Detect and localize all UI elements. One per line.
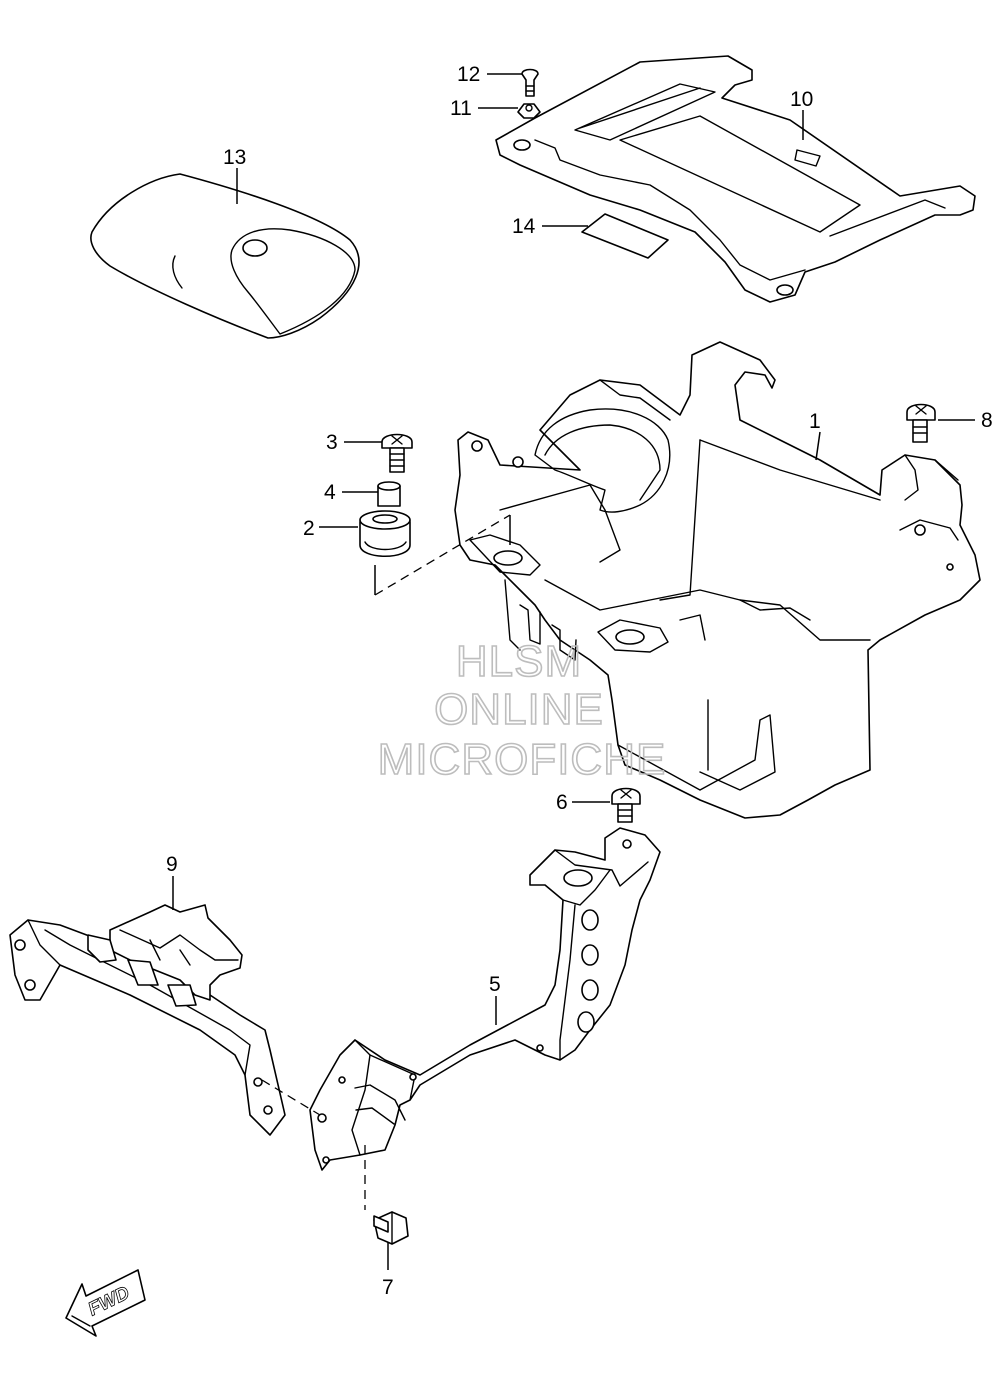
- assembly-lines: [261, 514, 511, 1210]
- watermark-line-3: MICROFICHE: [378, 735, 667, 784]
- part-9-bracket: [9, 904, 286, 1136]
- callout-2: 2: [303, 517, 315, 540]
- part-3-bolt: [381, 433, 413, 473]
- callout-9: 9: [166, 853, 178, 876]
- part-10-tray: [495, 55, 976, 303]
- fwd-direction-arrow: FWD: [65, 1269, 146, 1337]
- part-5-bracket: [309, 827, 661, 1171]
- watermark-line-2: ONLINE: [434, 685, 604, 734]
- watermark-line-1: HLSM: [456, 637, 582, 686]
- callout-labels: 1 2 3 4 5 6 7 8 9 10 11 12 13 14: [166, 63, 993, 1299]
- callout-1: 1: [809, 410, 821, 433]
- part-1-holder: [454, 341, 981, 819]
- part-2-grommet: [359, 510, 411, 557]
- callout-8: 8: [981, 409, 993, 432]
- callout-7: 7: [382, 1276, 394, 1299]
- callout-6: 6: [556, 791, 568, 814]
- part-13-cover: [90, 173, 360, 339]
- part-14-pad: [581, 213, 669, 259]
- callout-10: 10: [790, 88, 813, 111]
- part-8-bolt: [906, 403, 936, 443]
- callout-3: 3: [326, 431, 338, 454]
- part-6-bolt: [611, 787, 641, 823]
- callout-12: 12: [457, 63, 480, 86]
- leader-lines: [172, 73, 975, 1270]
- part-11-nut: [517, 103, 541, 119]
- callout-14: 14: [512, 215, 536, 238]
- part-12-screw: [521, 68, 539, 97]
- part-4-collar: [377, 481, 401, 507]
- watermark: HLSM ONLINE MICROFICHE: [377, 636, 667, 785]
- callout-13: 13: [223, 146, 246, 169]
- callout-4: 4: [324, 481, 336, 504]
- part-7-bolt: [373, 1211, 409, 1245]
- callout-11: 11: [450, 97, 472, 120]
- callout-5: 5: [489, 973, 501, 996]
